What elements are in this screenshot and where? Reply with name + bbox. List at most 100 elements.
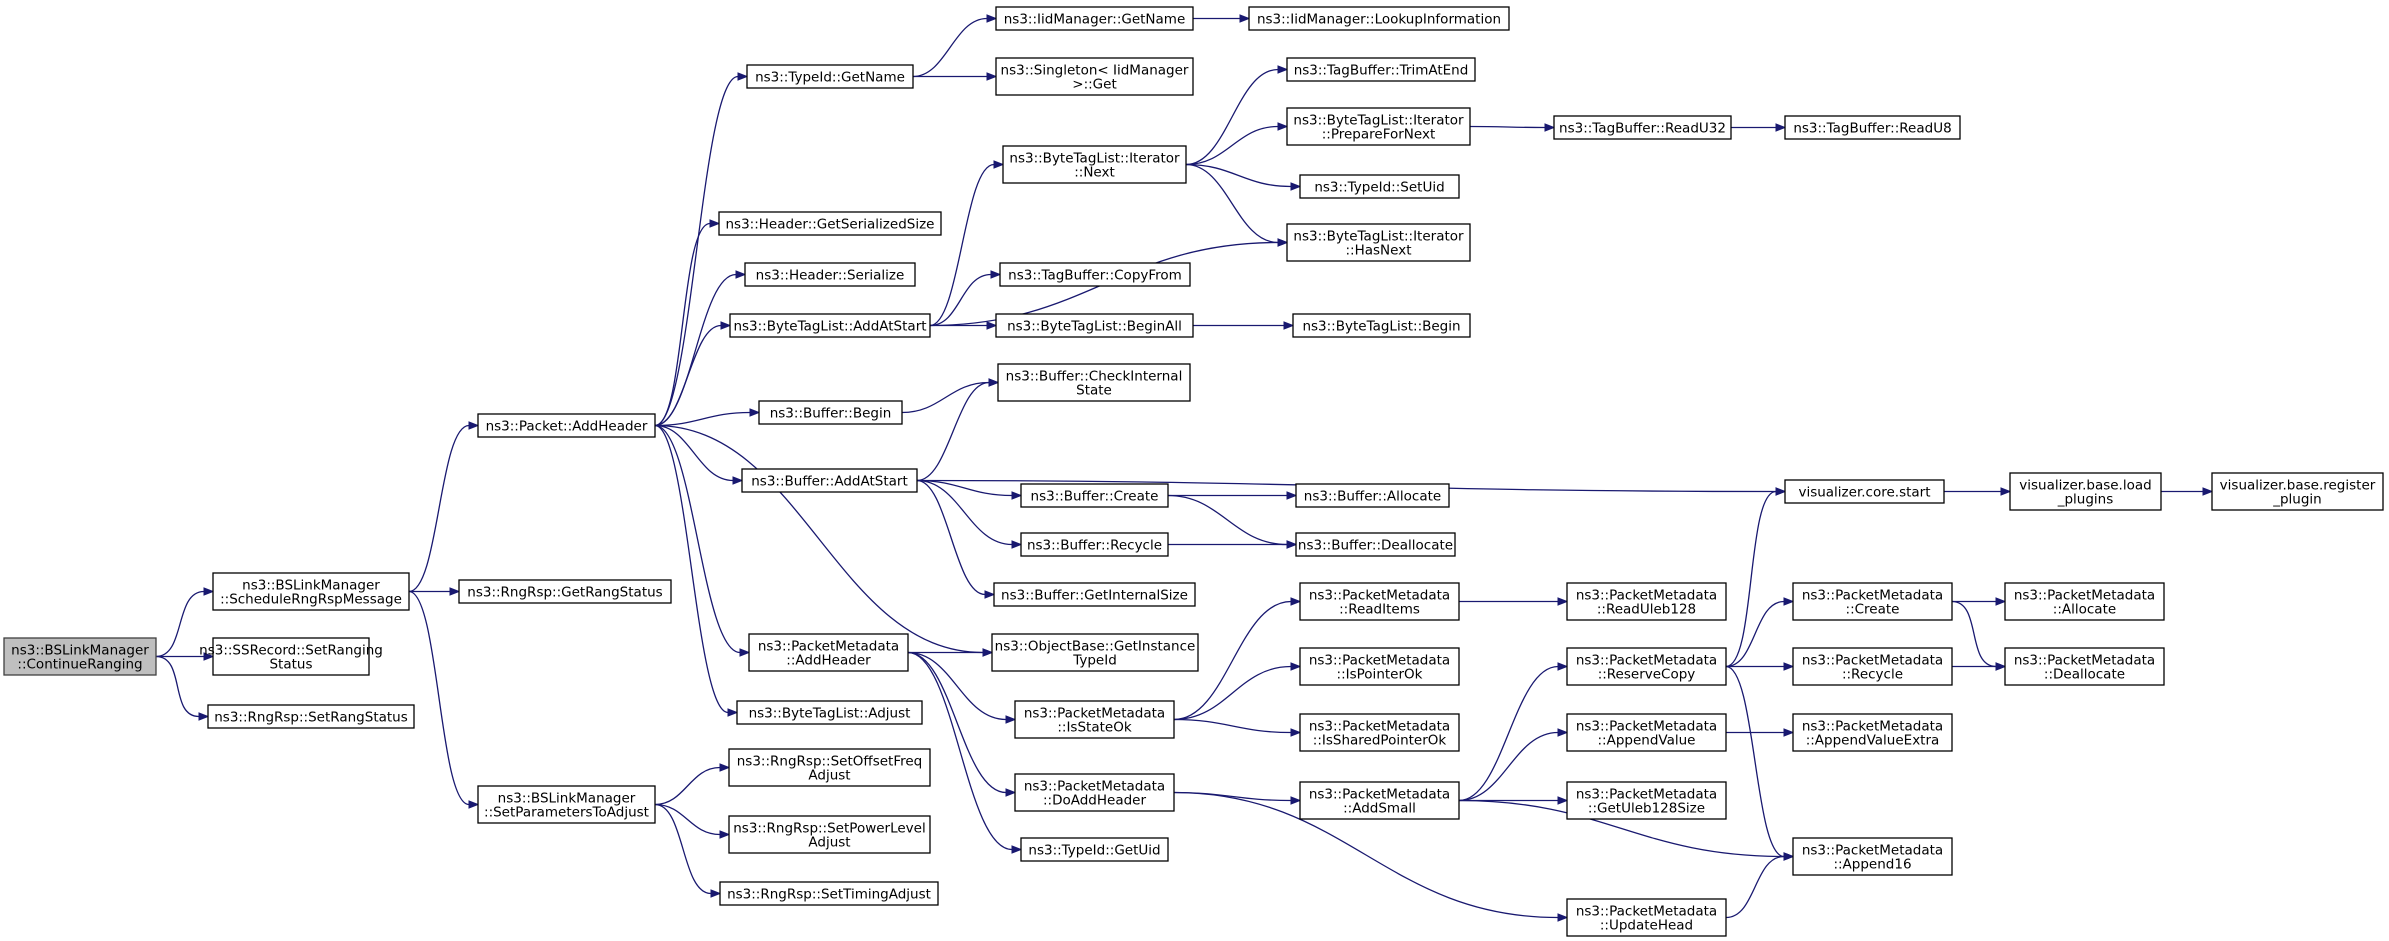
node-label: ns3::Buffer::Begin (770, 406, 892, 422)
function-node-tagbuffer-readu8[interactable]: ns3::TagBuffer::ReadU8 (1784, 115, 1961, 140)
call-nodes: ns3::BSLinkManager::ContinueRangingns3::… (3, 6, 2384, 937)
node-box (1286, 57, 1476, 82)
function-node-visualizer-load-plugins[interactable]: visualizer.base.load_plugins (2009, 472, 2162, 511)
function-node-packet-addheader[interactable]: ns3::Packet::AddHeader (477, 413, 656, 438)
node-box (995, 57, 1194, 96)
function-node-pm-addsmall[interactable]: ns3::PacketMetadata::AddSmall (1299, 781, 1460, 820)
node-box (1020, 837, 1169, 862)
function-node-btl-beginall[interactable]: ns3::ByteTagList::BeginAll (995, 313, 1194, 338)
node-label: ns3::TagBuffer::ReadU32 (1559, 121, 1726, 137)
node-box (2004, 582, 2165, 621)
node-label: visualizer.base.load (2019, 478, 2151, 494)
edge-btl-beginall-to-btl-begin (1192, 321, 1295, 330)
function-node-visualizer-core-start[interactable]: visualizer.core.start (1784, 479, 1945, 504)
function-node-pm-getuleb128size[interactable]: ns3::PacketMetadata::GetUleb128Size (1566, 781, 1727, 820)
edge-pm-appendvalue-to-pm-appendvalueextra (1726, 728, 1795, 737)
function-node-buffer-getinternalsize[interactable]: ns3::Buffer::GetInternalSize (993, 582, 1196, 607)
edge-buffer-create-to-buffer-deallocate (1167, 494, 1298, 549)
function-node-pm-ispointerok[interactable]: ns3::PacketMetadata::IsPointerOk (1299, 647, 1460, 686)
function-node-header-getserializedsize[interactable]: ns3::Header::GetSerializedSize (718, 211, 942, 236)
function-node-pm-allocate[interactable]: ns3::PacketMetadata::Allocate (2004, 582, 2165, 621)
node-label: ::Next (1074, 165, 1115, 181)
node-box (746, 64, 914, 89)
node-label: State (1076, 383, 1112, 399)
function-node-buffer-deallocate[interactable]: ns3::Buffer::Deallocate (1295, 532, 1456, 557)
function-node-pm-appendvalue[interactable]: ns3::PacketMetadata::AppendValue (1566, 713, 1727, 752)
function-node-tagbuffer-readu32[interactable]: ns3::TagBuffer::ReadU32 (1553, 115, 1732, 140)
function-node-buffer-begin[interactable]: ns3::Buffer::Begin (758, 400, 903, 425)
edge-continue-ranging-to-ssrecord-setranging (156, 652, 215, 661)
function-node-buffer-allocate[interactable]: ns3::Buffer::Allocate (1295, 483, 1450, 508)
function-node-header-serialize[interactable]: ns3::Header::Serialize (744, 262, 916, 287)
node-label: ::SetParametersToAdjust (484, 805, 649, 821)
function-node-rngrsp-settiming[interactable]: ns3::RngRsp::SetTimingAdjust (719, 881, 939, 906)
node-label: ::UpdateHead (1600, 918, 1693, 934)
node-box (1295, 532, 1456, 557)
function-node-pm-readuleb128[interactable]: ns3::PacketMetadata::ReadUleb128 (1566, 582, 1727, 621)
function-node-pm-doaddheader[interactable]: ns3::PacketMetadata::DoAddHeader (1014, 773, 1175, 812)
function-node-buffer-create[interactable]: ns3::Buffer::Create (1020, 483, 1169, 508)
function-node-bytetaglist-adjust[interactable]: ns3::ByteTagList::Adjust (736, 700, 923, 725)
function-node-pm-isstateok[interactable]: ns3::PacketMetadata::IsStateOk (1014, 700, 1175, 739)
function-node-btl-iter-hasnext[interactable]: ns3::ByteTagList::Iterator::HasNext (1286, 223, 1471, 262)
function-node-btl-begin[interactable]: ns3::ByteTagList::Begin (1292, 313, 1471, 338)
function-node-typeid-getname[interactable]: ns3::TypeId::GetName (746, 64, 914, 89)
node-label: ns3::TypeId::GetUid (1028, 843, 1160, 859)
function-node-continue-ranging[interactable]: ns3::BSLinkManager::ContinueRanging (3, 637, 157, 676)
node-label: ns3::Buffer::Recycle (1027, 538, 1162, 554)
function-node-btl-iter-next[interactable]: ns3::ByteTagList::Iterator::Next (1002, 145, 1187, 184)
function-node-pm-updatehead[interactable]: ns3::PacketMetadata::UpdateHead (1566, 898, 1727, 937)
node-label: ns3::PacketMetadata (1309, 787, 1450, 803)
function-node-tagbuffer-copyfrom[interactable]: ns3::TagBuffer::CopyFrom (999, 262, 1191, 287)
node-label: ns3::PacketMetadata (1802, 719, 1943, 735)
function-node-visualizer-register-plugin[interactable]: visualizer.base.register_plugin (2211, 472, 2384, 511)
function-node-btl-iter-prepare[interactable]: ns3::ByteTagList::Iterator::PrepareForNe… (1286, 107, 1471, 146)
node-label: ::ReadItems (1339, 602, 1420, 618)
function-node-rngrsp-getrangstatus[interactable]: ns3::RngRsp::GetRangStatus (458, 579, 672, 604)
edge-packet-addheader-to-header-getserializedsize (654, 219, 721, 427)
function-node-set-params-adjust[interactable]: ns3::BSLinkManager::SetParametersToAdjus… (477, 785, 656, 824)
function-node-bytetaglist-addatstart[interactable]: ns3::ByteTagList::AddAtStart (729, 313, 931, 338)
node-label: ns3::RngRsp::SetTimingAdjust (727, 887, 931, 903)
function-node-pm-addheader[interactable]: ns3::PacketMetadata::AddHeader (748, 633, 909, 672)
function-node-pm-recycle[interactable]: ns3::PacketMetadata::Recycle (1792, 647, 1953, 686)
function-node-pm-appendvalueextra[interactable]: ns3::PacketMetadata::AppendValueExtra (1792, 713, 1953, 752)
function-node-buffer-addatstart[interactable]: ns3::Buffer::AddAtStart (741, 468, 918, 493)
function-node-schedule-rngrsp[interactable]: ns3::BSLinkManager::ScheduleRngRspMessag… (212, 572, 410, 611)
function-node-rngrsp-setrangstatus[interactable]: ns3::RngRsp::SetRangStatus (207, 704, 415, 729)
edge-pm-create-to-pm-allocate (1952, 597, 2007, 606)
function-node-pm-append16[interactable]: ns3::PacketMetadata::Append16 (1792, 837, 1953, 876)
function-node-iidmanager-lookup[interactable]: ns3::IidManager::LookupInformation (1248, 6, 1510, 31)
edge-packet-addheader-to-buffer-begin (654, 408, 761, 427)
function-node-typeid-getuid[interactable]: ns3::TypeId::GetUid (1020, 837, 1169, 862)
edge-bytetaglist-addatstart-to-tagbuffer-copyfrom (929, 270, 1002, 327)
node-label: ns3::ByteTagList::Iterator (1293, 113, 1464, 129)
function-node-singleton-get[interactable]: ns3::Singleton< IidManager>::Get (995, 57, 1194, 96)
function-node-typeid-setuid[interactable]: ns3::TypeId::SetUid (1299, 174, 1460, 199)
node-label: Adjust (808, 768, 850, 784)
function-node-pm-reservecopy[interactable]: ns3::PacketMetadata::ReserveCopy (1566, 647, 1727, 686)
function-node-pm-create[interactable]: ns3::PacketMetadata::Create (1792, 582, 1953, 621)
function-node-tagbuffer-trimatend[interactable]: ns3::TagBuffer::TrimAtEnd (1286, 57, 1476, 82)
node-label: ::HasNext (1345, 243, 1411, 259)
node-label: ns3::TypeId::GetName (755, 70, 905, 86)
node-label: ns3::PacketMetadata (1024, 779, 1165, 795)
edge-schedule-rngrsp-to-packet-addheader (408, 421, 480, 593)
function-node-pm-deallocate[interactable]: ns3::PacketMetadata::Deallocate (2004, 647, 2165, 686)
function-node-pm-issharedpointerok[interactable]: ns3::PacketMetadata::IsSharedPointerOk (1299, 713, 1460, 752)
function-node-buffer-recycle[interactable]: ns3::Buffer::Recycle (1020, 532, 1169, 557)
node-label: ::AddSmall (1343, 801, 1416, 817)
node-label: ns3::TagBuffer::TrimAtEnd (1294, 63, 1469, 79)
node-label: ns3::PacketMetadata (1576, 719, 1717, 735)
node-label: ns3::Singleton< IidManager (1001, 63, 1189, 79)
function-node-pm-readitems[interactable]: ns3::PacketMetadata::ReadItems (1299, 582, 1460, 621)
function-node-iidmanager-getname[interactable]: ns3::IidManager::GetName (995, 6, 1194, 31)
node-box (2009, 472, 2162, 511)
call-edges (155, 14, 2214, 922)
node-label: ns3::PacketMetadata (1024, 706, 1165, 722)
